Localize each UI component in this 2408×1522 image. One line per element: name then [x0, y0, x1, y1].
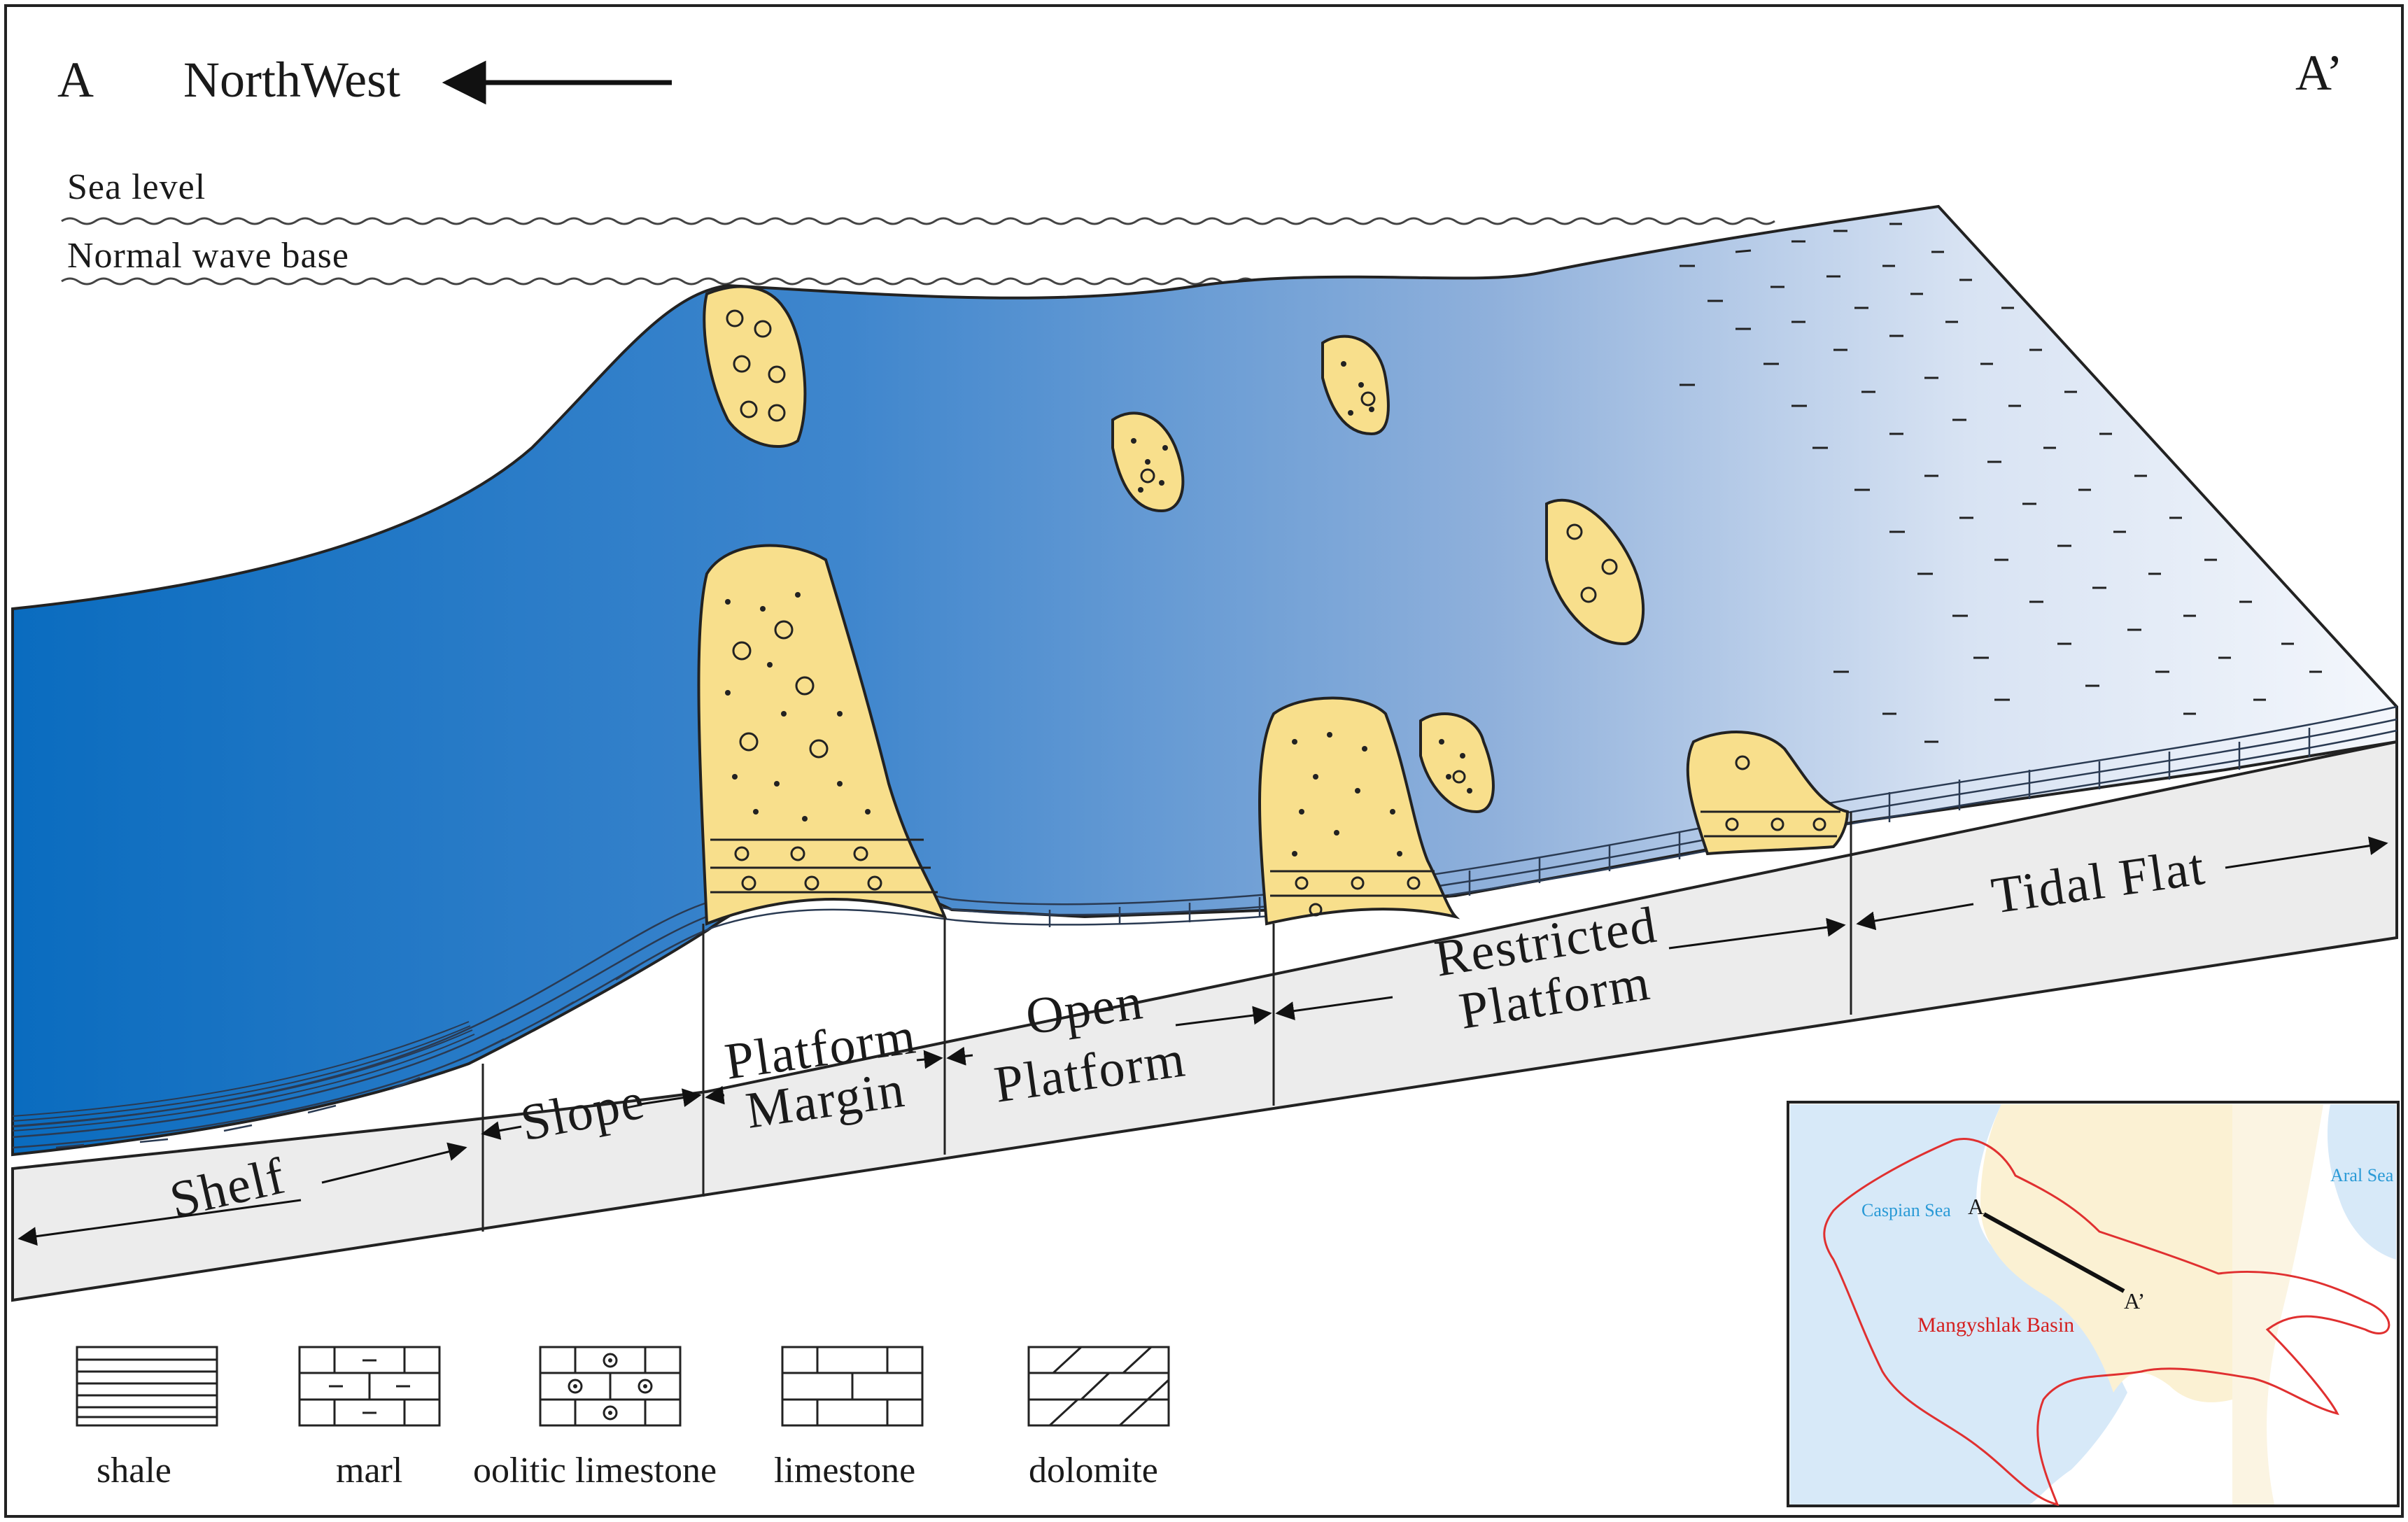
inset-map-section-line [1983, 1212, 2125, 1293]
legend: shale marl oolitic limestone limestone d… [76, 1346, 1170, 1491]
tidal-dash-pattern [1680, 223, 2322, 743]
legend-limestone: limestone [774, 1346, 924, 1491]
shoal-open-platform-top [1321, 334, 1390, 436]
inset-map-caspian-water [1790, 1104, 2127, 1505]
zone-dividers [481, 812, 1852, 1232]
legend-oolitic-limestone: oolitic limestone [473, 1346, 717, 1491]
inset-map: A A’ Caspian Sea Aral Sea Mangyshlak Bas… [1787, 1101, 2400, 1507]
shoal-open-platform-small [1111, 411, 1185, 513]
legend-dolomite: dolomite [1027, 1346, 1170, 1491]
sea-level-line [61, 217, 1775, 225]
inset-map-land-east [2232, 1104, 2323, 1505]
shoal-restricted-oval [1545, 498, 1645, 646]
wave-base-line [61, 277, 1372, 286]
legend-limestone-label: limestone [774, 1451, 915, 1491]
inset-map-basin-outline [1823, 1137, 2391, 1507]
sea-level-label: Sea level [67, 167, 206, 207]
inset-map-aral-label: Aral Sea [2330, 1165, 2394, 1185]
inset-map-land [1980, 1104, 2232, 1402]
wave-base-label: Normal wave base [67, 236, 349, 276]
shoal-restricted-main [1686, 731, 1850, 856]
legend-shale: shale [76, 1346, 218, 1491]
shoal-open-platform-main [1258, 696, 1460, 926]
inset-map-point-a-prime: A’ [2124, 1288, 2145, 1313]
shoal-top-margin [703, 285, 807, 448]
water-surface [11, 204, 2398, 1157]
legend-dolomite-label: dolomite [1029, 1451, 1158, 1491]
legend-marl-label: marl [336, 1451, 402, 1491]
section-end-label: A’ [2295, 45, 2343, 101]
figure-frame [4, 4, 2404, 1518]
legend-marl: marl [298, 1346, 441, 1491]
legend-shale-label: shale [97, 1451, 171, 1491]
shoal-platform-margin [697, 544, 948, 926]
legend-oolitic-limestone-label: oolitic limestone [473, 1451, 717, 1491]
zone-platform-margin: Platform Margin [705, 1007, 943, 1140]
direction-label: NorthWest [183, 52, 400, 108]
inset-map-point-a: A [1968, 1194, 1984, 1219]
inset-map-caspian-label: Caspian Sea [1861, 1200, 1951, 1220]
bedded-layers [12, 705, 2398, 1149]
inset-map-aral-water [2327, 1104, 2396, 1260]
shoal-restricted-small [1419, 712, 1495, 814]
section-start-label: A [57, 52, 94, 108]
inset-map-basin-label: Mangyshlak Basin [1917, 1313, 2074, 1337]
shale-wedge [12, 1021, 475, 1132]
